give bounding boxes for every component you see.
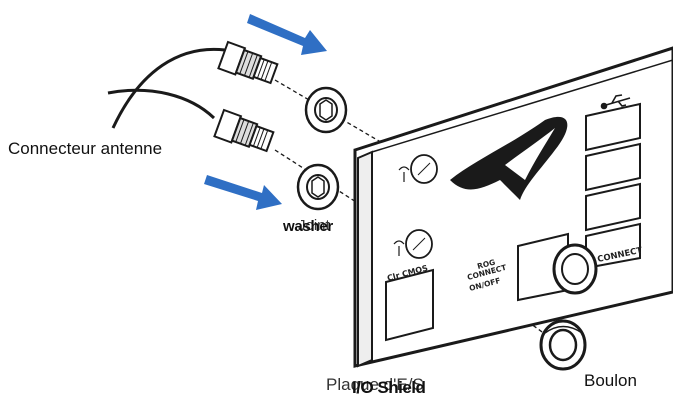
label-antenna-connector: Connecteur antenne: [8, 139, 163, 158]
clr-cmos-cutout: [385, 268, 434, 342]
label-washer: washer: [283, 218, 333, 235]
usb-icon: [600, 94, 631, 110]
arrow-icon: [247, 14, 327, 55]
antenna-cable: [111, 47, 226, 129]
washer: [296, 163, 340, 211]
antenna-icon: [398, 166, 410, 182]
arrow-icon: [204, 175, 282, 210]
boulon-nut: [539, 319, 587, 371]
antenna-connector: [217, 40, 279, 85]
antenna-connector: [213, 108, 275, 153]
antenna-hole: [410, 154, 438, 184]
label-boulon: Boulon: [584, 371, 637, 390]
io-shield-panel: Clr CMOS ROG CONNECT ON/OFF CONNECT: [353, 46, 673, 368]
label-plaque: Plaque d'E/S: [326, 375, 424, 394]
label-joint: Joint: [298, 217, 330, 234]
port-cutouts: [585, 102, 641, 270]
rog-logo: [450, 116, 568, 200]
antenna-hole: [405, 229, 433, 259]
washer: [304, 86, 348, 134]
antenna-cable: [107, 88, 216, 120]
antenna-icon: [393, 240, 405, 256]
nut: [552, 243, 598, 295]
label-io-shield: I/O Shield: [352, 378, 426, 397]
